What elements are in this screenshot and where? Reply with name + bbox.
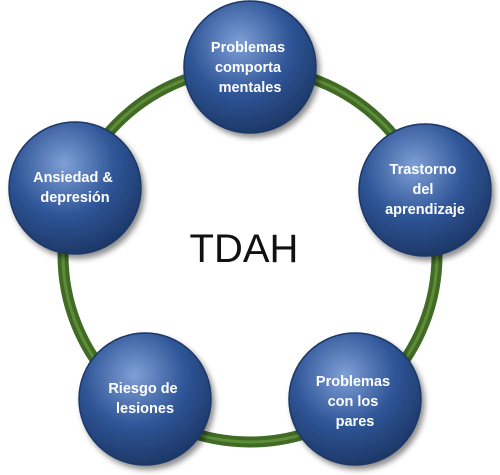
node-circle: [358, 123, 492, 257]
node-label-line: Problemas: [316, 374, 390, 390]
node-label-line: depresión: [40, 190, 109, 206]
node-circle: [78, 332, 212, 466]
node-label-line: del: [413, 182, 434, 198]
node-label-line: comporta: [215, 60, 282, 76]
node-label-line: Ansiedad &: [33, 170, 113, 186]
svg-text:Trastorno del apre: Trastorno del aprendizaje: [385, 162, 465, 218]
svg-text:Ansiedad & depresión: Ansiedad & depresión: [33, 170, 117, 206]
node-label-line: Riesgo de: [108, 381, 177, 397]
node-ansiedad-y-depresion: Ansiedad & depresión: [8, 121, 142, 255]
center-label: TDAH: [190, 227, 299, 271]
node-trastorno-del-aprendizaje: Trastorno del aprendizaje: [358, 123, 492, 257]
node-circle: [288, 332, 422, 466]
node-problemas-con-los-pares: Problemas con los pares: [288, 332, 422, 466]
svg-text:Problemas comporta: Problemas comporta mentales: [211, 40, 289, 96]
node-label-line: Problemas: [211, 40, 285, 56]
node-label-line: pares: [336, 414, 375, 430]
node-problemas-comportamentales: Problemas comporta mentales: [183, 0, 317, 134]
node-label-line: con los: [328, 394, 379, 410]
node-label-line: lesiones: [116, 401, 174, 417]
node-circle: [8, 121, 142, 255]
node-label-line: Trastorno: [390, 162, 457, 178]
node-label-line: mentales: [219, 80, 282, 96]
node-label-line: aprendizaje: [385, 202, 465, 218]
node-riesgo-de-lesiones: Riesgo de lesiones: [78, 332, 212, 466]
node-circle: [183, 0, 317, 134]
svg-text:Problemas con los: Problemas con los pares: [316, 374, 394, 430]
svg-text:Riesgo de lesiones: Riesgo de lesiones: [108, 381, 181, 417]
